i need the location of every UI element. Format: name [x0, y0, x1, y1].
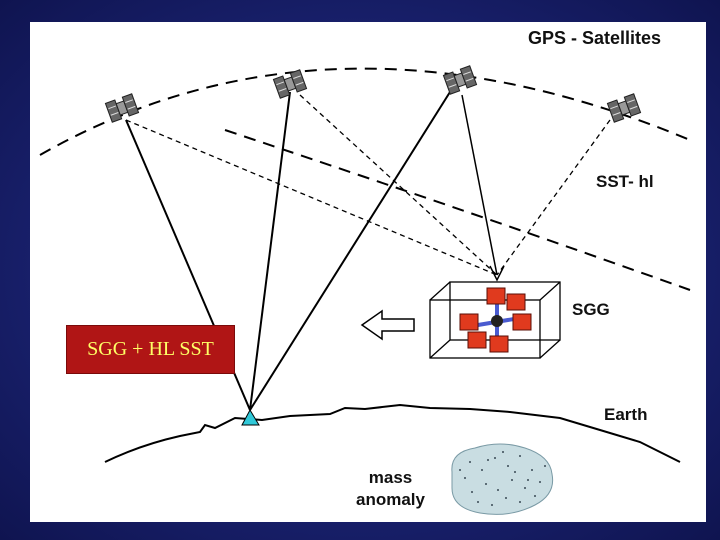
low-orbit-arc	[224, 129, 691, 291]
sst-links	[125, 94, 611, 276]
satellite-icon	[104, 93, 140, 123]
sgg-label: SGG	[572, 300, 610, 319]
satellite-icon	[272, 69, 308, 99]
arrow-left-icon	[360, 309, 415, 341]
gps-orbit-arc	[39, 67, 691, 156]
gradiometer-icon	[429, 281, 561, 359]
sst-link-solid	[461, 94, 498, 276]
link-arrowhead	[489, 265, 505, 282]
satellite-icon	[606, 93, 642, 123]
ground-station-icon	[241, 408, 260, 426]
earth-label: Earth	[604, 405, 648, 424]
sst-hl-label: SST- hl	[596, 172, 654, 191]
earth-surface	[104, 403, 681, 463]
satellite-icon	[442, 65, 478, 95]
mass-anomaly-label-line1: mass	[368, 468, 413, 487]
combined-result-box: SGG + HL SST	[66, 325, 235, 374]
gps-satellites-label: GPS - Satellites	[528, 28, 662, 48]
mass-anomaly-label: mass anomaly	[356, 467, 425, 511]
slide-canvas	[30, 22, 706, 522]
mass-anomaly-label-line2: anomaly	[356, 490, 425, 509]
mass-anomaly-blob	[451, 443, 554, 515]
